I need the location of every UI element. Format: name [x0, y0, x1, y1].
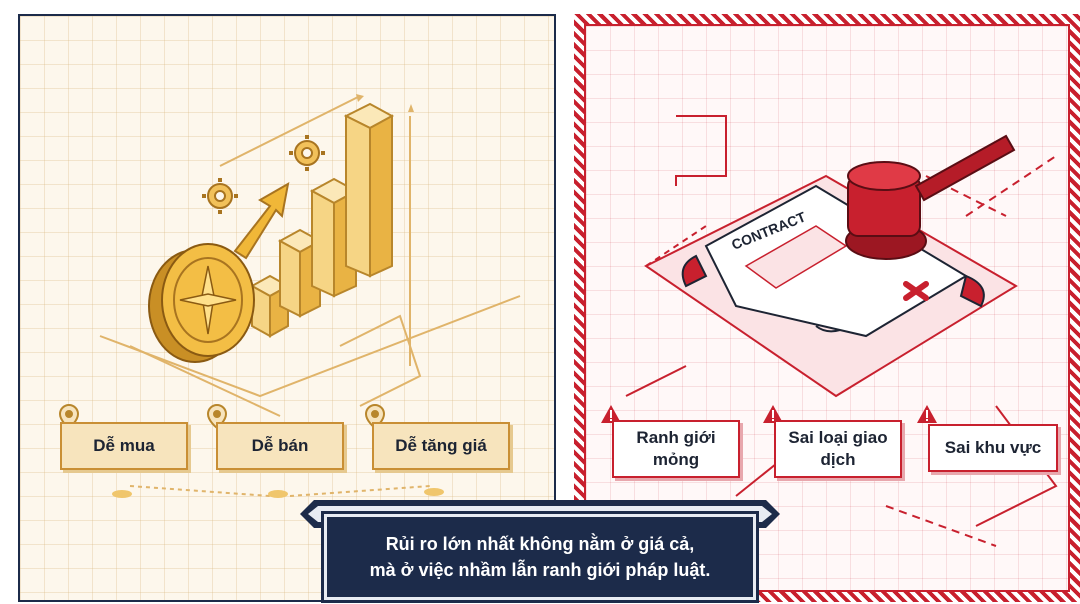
benefit-label-text: Dễ bán: [251, 436, 309, 455]
benefit-label-text: Dễ mua: [93, 436, 155, 455]
risk-label-thin-boundary: Ranh giới mỏng: [612, 420, 740, 478]
risk-label-wrong-zone: Sai khu vực: [928, 424, 1058, 472]
warning-icon: [763, 405, 783, 423]
risk-frame: CONTRACT Ranh giới mỏng Sai loại giao dị…: [584, 24, 1070, 592]
benefit-label-easy-buy: Dễ mua: [60, 422, 188, 470]
caption-line-2: mà ở việc nhầm lẫn ranh giới pháp luật.: [369, 560, 711, 580]
cross-icon: [903, 281, 929, 301]
right-panel-risks: CONTRACT Ranh giới mỏng Sai loại giao dị…: [574, 14, 1080, 602]
warning-icon: [917, 405, 937, 423]
risk-label-wrong-transaction: Sai loại giao dịch: [774, 420, 902, 478]
risk-label-text: Ranh giới mỏng: [636, 428, 716, 469]
caption-box: Rủi ro lớn nhất không nằm ở giá cả, mà ở…: [321, 511, 759, 603]
gear-icon: [207, 140, 320, 209]
connector-dots: [112, 488, 444, 498]
risk-label-text: Sai khu vực: [944, 438, 1042, 457]
left-panel-benefits: Dễ mua Dễ bán Dễ tăng giá: [18, 14, 556, 602]
benefit-label-text: Dễ tăng giá: [395, 436, 487, 455]
gear-teeth: [202, 135, 325, 214]
gavel-icon: [845, 134, 1016, 260]
warning-icon: [601, 405, 621, 423]
growth-arrow-icon: [233, 182, 290, 260]
growth-illustration: [58, 94, 521, 498]
benefit-label-easy-sell: Dễ bán: [216, 422, 344, 470]
bar-chart-icon: [249, 102, 395, 338]
compass-coin-icon: [148, 243, 255, 363]
caption-line-1: Rủi ro lớn nhất không nằm ở giá cả,: [385, 534, 695, 554]
benefit-label-easy-appreciate: Dễ tăng giá: [372, 422, 510, 470]
risk-label-text: Sai loại giao dịch: [788, 428, 888, 469]
contract-illustration: CONTRACT: [625, 115, 1058, 547]
flow-line: [675, 115, 727, 186]
